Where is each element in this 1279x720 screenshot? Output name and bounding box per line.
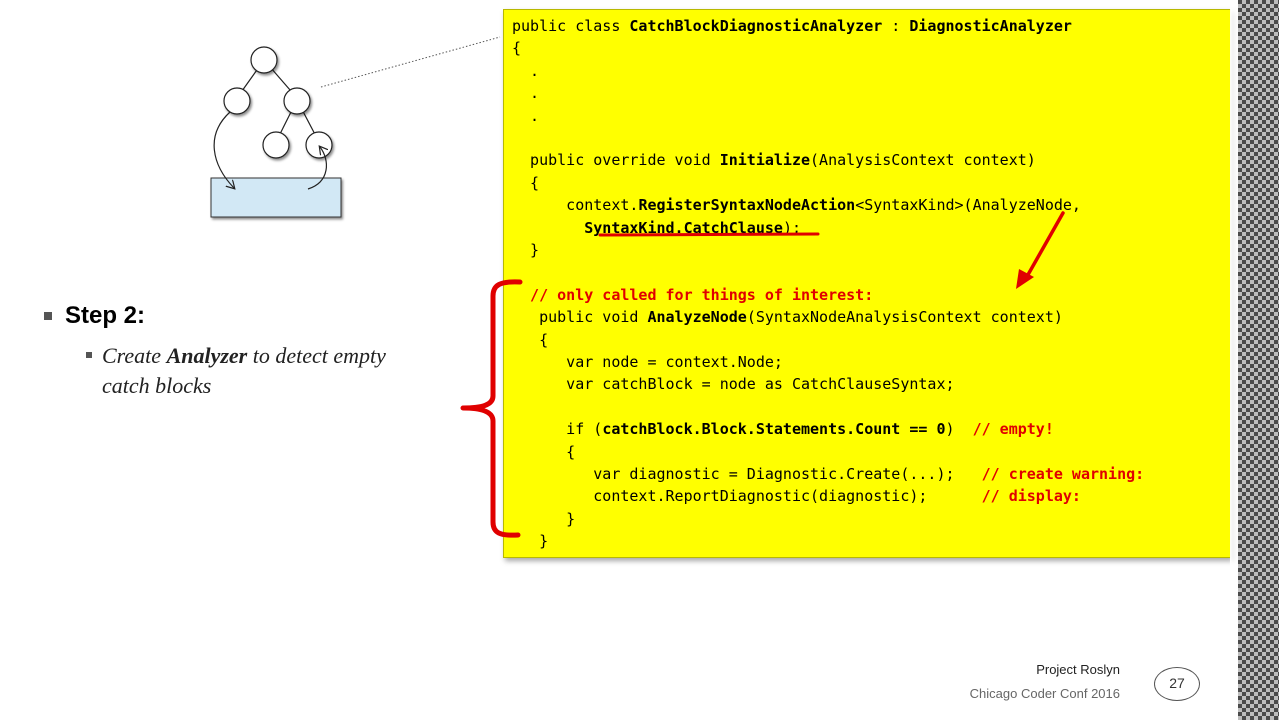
code-line: SyntaxKind.CatchClause); (512, 218, 801, 238)
code-token: { (512, 330, 549, 349)
code-line: } (512, 509, 575, 529)
tree-node (262, 131, 290, 159)
code-token: public class (512, 17, 630, 35)
syntax-tree-diagram (210, 36, 501, 218)
footer-subtitle: Chicago Coder Conf 2016 (969, 686, 1120, 701)
code-token: : (882, 17, 910, 35)
code-line: } (512, 240, 539, 260)
code-line: context.ReportDiagnostic(diagnostic); //… (512, 486, 1081, 506)
code-line: public void AnalyzeNode(SyntaxNodeAnalys… (512, 307, 1063, 327)
code-token: DiagnosticAnalyzer (909, 17, 1072, 35)
code-token: ) (945, 420, 973, 439)
code-token: catchBlock.Block.Statements.Count == 0 (602, 420, 946, 439)
underline-mark (598, 232, 820, 237)
dotted-connector (320, 36, 501, 88)
code-line: . (512, 61, 539, 81)
code-line: } (512, 531, 548, 551)
code-line: public class CatchBlockDiagnosticAnalyze… (512, 16, 1072, 36)
code-token: { (512, 442, 576, 461)
code-token: <SyntaxKind>(AnalyzeNode, (855, 196, 1081, 215)
code-token: ); (782, 218, 801, 237)
code-token: RegisterSyntaxNodeAction (638, 196, 856, 215)
code-comment: // only called for things of interest: (512, 285, 874, 304)
bullet-square-icon (86, 352, 92, 358)
code-token: Initialize (719, 151, 811, 170)
code-line: { (512, 173, 539, 193)
code-line: . (512, 106, 539, 126)
bullet-sub-text: Create Analyzer to detect empty catch bl… (102, 341, 406, 401)
code-token: (SyntaxNodeAnalysisContext context) (746, 308, 1063, 327)
tree-node (250, 46, 278, 74)
code-token: if ( (512, 420, 603, 439)
code-token: . (512, 106, 540, 125)
page-number-badge: 27 (1154, 667, 1200, 701)
pointer-arrow-line (1023, 211, 1065, 282)
code-token: public override void (512, 151, 720, 170)
code-line: var catchBlock = node as CatchClauseSynt… (512, 374, 955, 394)
code-line: context.RegisterSyntaxNodeAction<SyntaxK… (512, 195, 1081, 215)
code-token: var diagnostic = Diagnostic.Create(...); (512, 465, 982, 483)
bullet-sub-part: Create (102, 343, 167, 368)
footer-title: Project Roslyn (1036, 662, 1120, 677)
visit-arrow (213, 111, 234, 188)
code-token: AnalyzeNode (647, 308, 747, 327)
report-arrow (307, 147, 326, 190)
bullet-square-icon (44, 312, 52, 320)
bullet-sub: Create Analyzer to detect empty catch bl… (86, 341, 406, 401)
bullet-sub-emphasis: Analyzer (166, 343, 248, 368)
code-token: . (512, 84, 540, 103)
code-token: { (512, 39, 522, 58)
code-token: context. (512, 196, 639, 215)
code-line: { (512, 330, 548, 350)
tree-node (283, 87, 311, 115)
code-token: var catchBlock = node as CatchClauseSynt… (512, 375, 955, 394)
curly-brace (460, 279, 523, 538)
code-token: } (512, 509, 576, 528)
code-line: // only called for things of interest: (512, 285, 873, 305)
code-token: context.ReportDiagnostic(diagnostic); (512, 487, 982, 506)
code-line: . (512, 83, 539, 103)
bullet-sub-part: to detect empty catch blocks (102, 343, 386, 398)
bullet-step: Step 2: (44, 302, 145, 330)
code-token: CatchBlockDiagnosticAnalyzer (629, 17, 883, 35)
analyzer-box (210, 177, 342, 218)
code-comment: // create warning: (981, 465, 1145, 483)
code-token: public void (512, 308, 648, 327)
checker-border (1238, 0, 1279, 720)
pointer-arrow-head (1016, 269, 1034, 289)
code-comment: // empty! (972, 420, 1054, 439)
code-token: var node = context.Node; (512, 353, 783, 371)
tree-node (223, 87, 251, 115)
code-token: } (512, 532, 549, 551)
code-token: SyntaxKind.CatchClause (584, 218, 783, 237)
code-line: public override void Initialize(Analysis… (512, 150, 1036, 170)
code-line: if (catchBlock.Block.Statements.Count ==… (512, 419, 1054, 439)
code-token: { (512, 173, 540, 192)
code-comment: // display: (981, 487, 1081, 506)
bullet-step-label: Step 2: (65, 302, 146, 329)
code-line: var diagnostic = Diagnostic.Create(...);… (512, 464, 1144, 484)
code-token: . (512, 61, 540, 80)
code-line: { (512, 442, 575, 462)
code-token: (AnalysisContext context) (810, 151, 1036, 170)
code-panel: public class CatchBlockDiagnosticAnalyze… (503, 9, 1231, 558)
code-line: var node = context.Node; (512, 352, 783, 372)
code-line: { (512, 38, 521, 58)
code-token: } (512, 241, 540, 259)
